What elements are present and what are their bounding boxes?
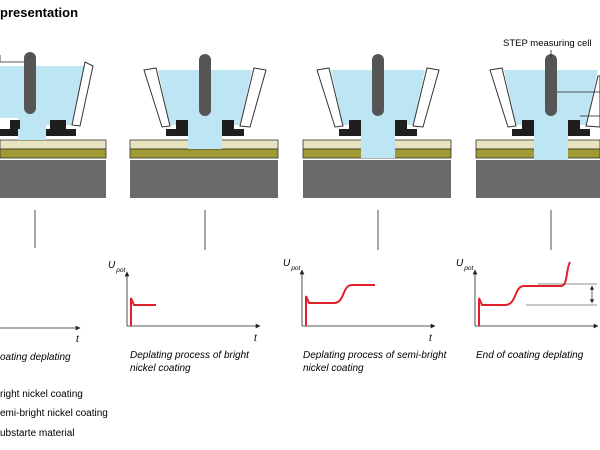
y-axis-label-3: Upot	[283, 258, 301, 272]
legend-item-substrate: ubstarte material	[0, 428, 74, 439]
electrolyte-contact-2	[188, 125, 222, 149]
electrode-3	[372, 54, 384, 116]
electrode-1	[24, 52, 36, 114]
cell-wall-right-3	[412, 67, 440, 128]
cell-wall-left-2	[143, 67, 171, 128]
cell-wall-left-4	[489, 67, 517, 128]
x-axis-label-2: t	[254, 333, 258, 344]
x-axis-label-1: t	[76, 334, 80, 345]
legend-item-semi-bright-nickel: emi-bright nickel coating	[0, 408, 108, 419]
legend-item-bright-nickel: right nickel coating	[0, 389, 83, 400]
cell-schematic-4	[475, 50, 600, 198]
caption-3-line2: nickel coating	[303, 363, 364, 374]
y-axis-label-4: Upot	[456, 258, 474, 272]
cell-label: STEP measuring cell	[503, 38, 592, 49]
legend: right nickel coating emi-bright nickel c…	[0, 389, 108, 439]
page-title: presentation	[0, 5, 78, 20]
substrate-3	[303, 160, 451, 198]
caption-2-line1: Deplating process of bright	[130, 350, 250, 361]
semi-bright-layer-1	[0, 148, 107, 159]
gasket-left-3	[339, 120, 361, 136]
panel-1: t oating deplating	[0, 52, 107, 363]
panel-3: Upot t Deplating process of semi-bright …	[283, 54, 452, 374]
electrode-4	[545, 54, 557, 116]
x-axis-label-3: t	[429, 333, 433, 344]
caption-1-line1: oating deplating	[0, 352, 71, 363]
electrolyte-contact-4	[534, 125, 568, 160]
substrate-2	[130, 160, 278, 198]
potential-curve-3	[305, 284, 375, 326]
graph-4: Upot	[456, 258, 599, 329]
panel-4: Upot End of coating deplating	[456, 50, 600, 361]
cell-schematic-2	[129, 54, 279, 198]
caption-3-line1: Deplating process of semi-bright	[303, 350, 448, 361]
electrolyte-1	[0, 66, 88, 125]
caption-2-line2: nickel coating	[130, 363, 191, 374]
caption-4-line1: End of coating deplating	[476, 350, 584, 361]
cell-schematic-1	[0, 52, 107, 198]
graph-2: Upot t	[108, 260, 261, 344]
gasket-right-1	[46, 120, 76, 136]
cell-schematic-3	[302, 54, 452, 198]
cell-wall-right-2	[239, 67, 267, 128]
cell-wall-right-4	[585, 75, 600, 128]
graph-3: Upot t	[283, 258, 436, 344]
substrate-4	[476, 160, 600, 198]
y-axis-label-2: Upot	[108, 260, 126, 274]
gasket-left-2	[166, 120, 188, 136]
gasket-right-4	[568, 120, 590, 136]
substrate-1	[0, 160, 106, 198]
potential-curve-4	[478, 261, 571, 326]
electrolyte-contact-3	[361, 125, 395, 158]
electrode-2	[199, 54, 211, 116]
gasket-left-1	[0, 120, 20, 136]
cell-wall-left-3	[316, 67, 344, 128]
graph-1: t	[0, 325, 81, 345]
panel-2: Upot t Deplating process of bright nicke…	[108, 54, 279, 374]
gasket-left-4	[512, 120, 534, 136]
bright-layer-1	[0, 139, 107, 150]
semi-bright-layer-2	[129, 148, 279, 159]
gasket-right-2	[222, 120, 244, 136]
potential-curve-2	[130, 297, 156, 326]
electrolyte-contact-1	[18, 118, 46, 140]
cell-wall-right-1	[71, 61, 94, 127]
gasket-right-3	[395, 120, 417, 136]
